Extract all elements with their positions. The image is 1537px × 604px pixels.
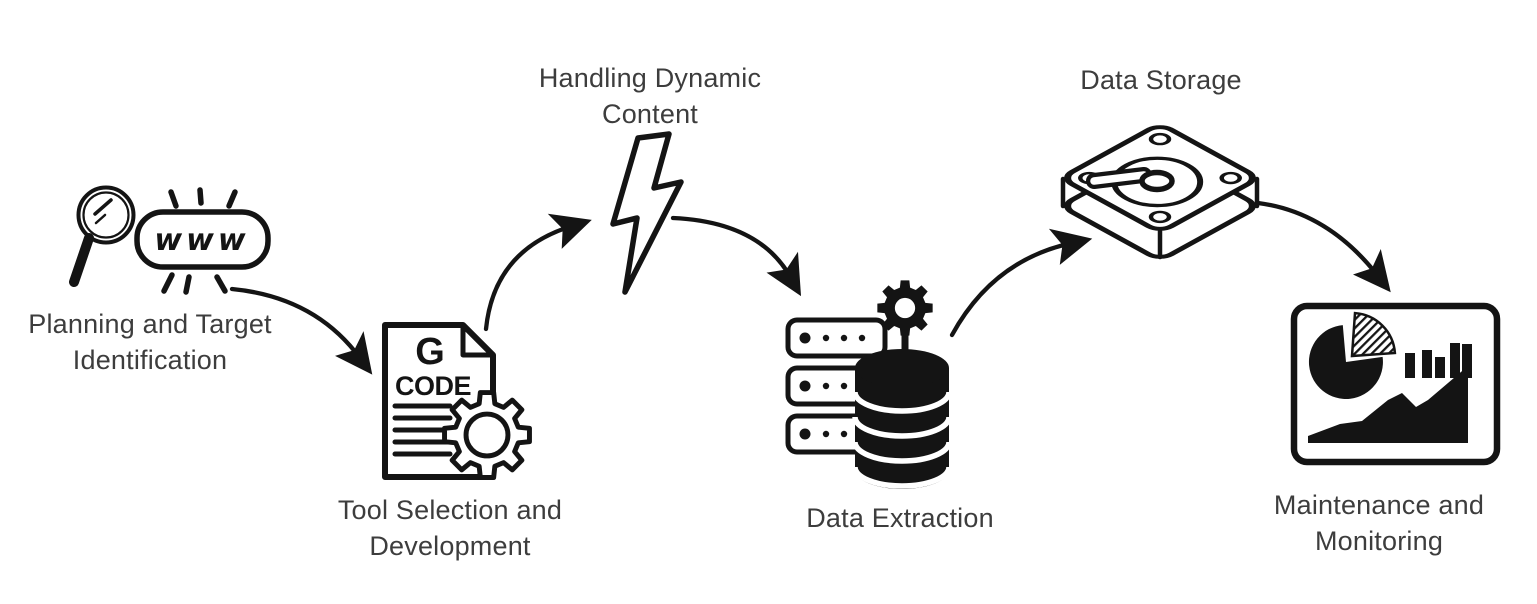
pie-chart-icon: [1308, 311, 1397, 399]
document-text-lines: [392, 403, 453, 457]
stage-label-tool-selection: Tool Selection and Development: [337, 495, 563, 561]
analytics-dashboard-icon: [1290, 302, 1501, 466]
stage-label-dynamic-content: Handling Dynamic Content: [538, 63, 762, 129]
document-fold-corner: [460, 322, 496, 358]
magnifier-www-icon: www: [69, 185, 271, 295]
magnifier-glass-icon: [69, 185, 136, 287]
arrow-storage-to-maintenance: [1255, 200, 1391, 293]
www-badge: www: [134, 209, 271, 270]
hdd-actuator-arm: [1086, 167, 1152, 189]
arrow-dynamic-to-extraction: [670, 215, 802, 297]
magnifier-handle: [69, 233, 94, 287]
hard-drive-icon: [1060, 125, 1260, 260]
pie-solid-slice: [1308, 325, 1383, 399]
stage-label-maintenance: Maintenance and Monitoring: [1273, 490, 1485, 556]
server-database-gear-icon: [785, 280, 952, 489]
www-text: www: [154, 223, 249, 258]
hdd-spindle: [1139, 169, 1175, 193]
stage-label-data-extraction: Data Extraction: [806, 503, 994, 533]
document-letter-text: G: [415, 331, 445, 373]
lens-shine: [93, 198, 113, 216]
lightning-bolt-icon: [610, 131, 684, 295]
database-cylinder-icon: [852, 349, 952, 489]
gear-icon: [445, 393, 530, 478]
area-chart-icon: [1308, 366, 1468, 443]
document-word-text: CODE: [395, 371, 471, 401]
gear-icon: [877, 280, 933, 336]
stage-label-data-storage: Data Storage: [1080, 65, 1242, 95]
cylinder-band-separators: [852, 391, 952, 489]
sparkle-dashes: [161, 187, 238, 295]
pie-hatched-slice: [1350, 311, 1397, 358]
lens-shine: [94, 213, 107, 225]
lightning-bolt-shape: [610, 131, 684, 295]
bar-chart-icon: [1405, 343, 1472, 378]
arrow-tools-to-dynamic: [483, 213, 592, 332]
stage-label-planning: Planning and Target Identification: [28, 309, 272, 375]
code-document-gear-icon: G CODE: [382, 322, 545, 480]
